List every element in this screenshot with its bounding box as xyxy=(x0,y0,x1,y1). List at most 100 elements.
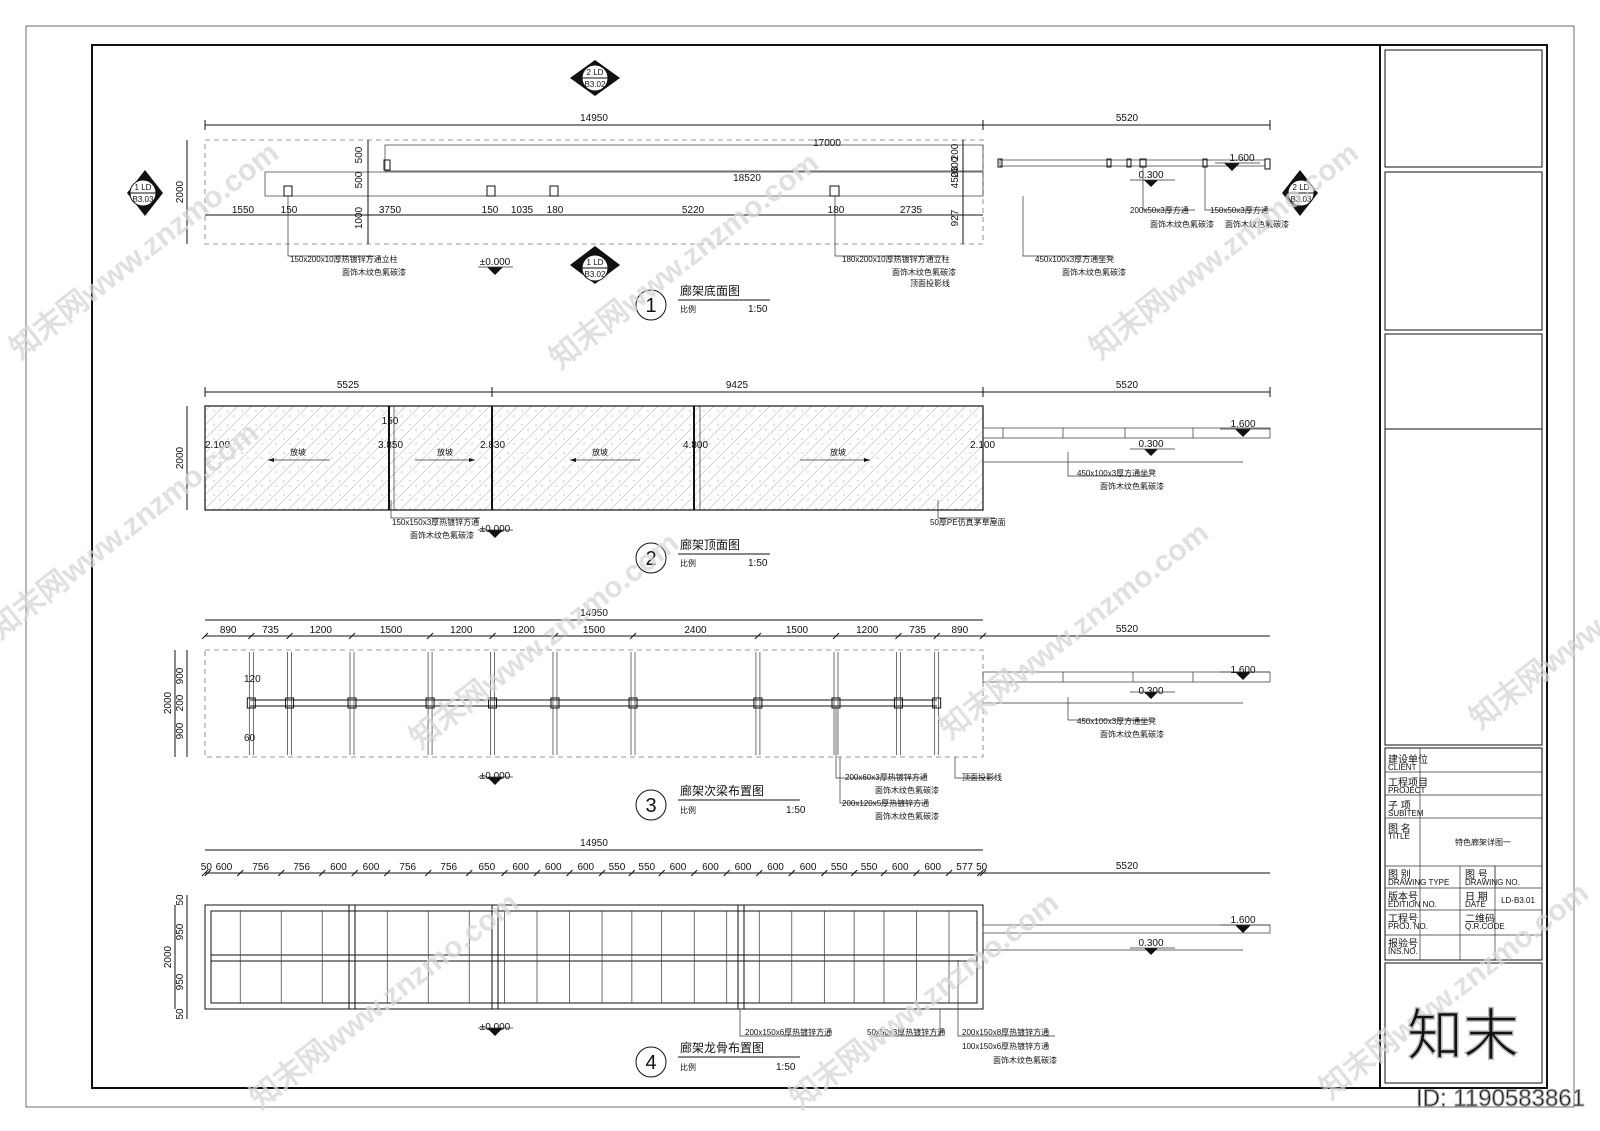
tb-row-2-cn: 子 项 xyxy=(1388,800,1411,812)
tb-grid-0-l: 图 别 xyxy=(1388,869,1411,881)
svg-text:放坡: 放坡 xyxy=(290,447,306,457)
tb-grid-1-r: 日 期 xyxy=(1465,891,1488,903)
dim-label: 50 xyxy=(976,862,988,873)
dim-label: 600 xyxy=(577,862,594,873)
beam-node xyxy=(347,697,357,709)
dim-label: 1500 xyxy=(786,625,809,636)
svg-text:1.600: 1.600 xyxy=(1229,153,1254,164)
tb-grid-0-ren: DRAWING NO. xyxy=(1465,878,1520,887)
svg-text:放坡: 放坡 xyxy=(592,447,608,457)
dim-tick xyxy=(850,869,858,877)
tb-grid-0-r: 图 号 xyxy=(1465,869,1488,881)
svg-text:面饰木纹色氟碳漆: 面饰木纹色氟碳漆 xyxy=(993,1055,1057,1065)
svg-text:面饰木纹色氟碳漆: 面饰木纹色氟碳漆 xyxy=(342,267,406,277)
tb-grid-1-len: EDITION NO. xyxy=(1388,900,1437,909)
svg-text:5520: 5520 xyxy=(1116,624,1139,635)
tb-box-logo xyxy=(1384,962,1543,1084)
view2-top-plan: 5525 9425 5520 150 2.100 3.850 2.830 4.8… xyxy=(175,380,1271,574)
svg-text:14950: 14950 xyxy=(580,608,608,619)
dim-label: 756 xyxy=(440,862,457,873)
svg-text:比例: 比例 xyxy=(680,304,696,314)
dim-label: 2400 xyxy=(684,625,707,636)
svg-text:200x120x5厚热镀锌方通: 200x120x5厚热镀锌方通 xyxy=(842,798,929,808)
dim-tick xyxy=(979,632,987,640)
svg-text:400: 400 xyxy=(950,156,961,173)
svg-text:4.800: 4.800 xyxy=(683,440,708,451)
beam-node xyxy=(550,697,560,709)
dim-tick xyxy=(318,869,326,877)
svg-text:2000: 2000 xyxy=(163,691,174,714)
dim-tick xyxy=(598,869,606,877)
svg-text:B3.03: B3.03 xyxy=(133,195,154,204)
svg-text:3.850: 3.850 xyxy=(378,440,403,451)
title-block-rows: 建设单位 CLIENT 工程项目 PROJECT 子 项 SUBITEM 图 名… xyxy=(1385,748,1542,960)
dim-tick xyxy=(820,869,828,877)
dim-label: 735 xyxy=(909,625,926,636)
dim-tick xyxy=(945,869,953,877)
svg-text:900: 900 xyxy=(175,667,186,684)
svg-text:14950: 14950 xyxy=(580,838,608,849)
svg-text:0.300: 0.300 xyxy=(1138,170,1163,181)
svg-text:17000: 17000 xyxy=(813,138,841,149)
dim-tick xyxy=(383,869,391,877)
svg-text:知末网www.znzmo.com: 知末网www.znzmo.com xyxy=(244,886,525,1116)
svg-text:1550: 1550 xyxy=(232,205,255,216)
svg-text:14950: 14950 xyxy=(580,113,608,124)
dim-tick xyxy=(979,869,987,877)
dim-tick xyxy=(566,869,573,877)
svg-text:50: 50 xyxy=(175,1008,186,1020)
dim-tick xyxy=(426,632,434,640)
svg-text:1:50: 1:50 xyxy=(748,304,768,315)
svg-text:2000: 2000 xyxy=(175,180,186,203)
svg-text:200x60x3厚热镀锌方通: 200x60x3厚热镀锌方通 xyxy=(845,772,928,782)
svg-text:150x200x10厚热镀锌方通立柱: 150x200x10厚热镀锌方通立柱 xyxy=(290,254,398,264)
beam-node xyxy=(425,697,435,709)
dim-tick xyxy=(690,869,698,877)
svg-text:50: 50 xyxy=(175,894,186,906)
tb-grid-2-r: 二维码 xyxy=(1465,912,1495,925)
dim-tick xyxy=(551,632,559,640)
dim-label: 600 xyxy=(512,862,529,873)
svg-text:500: 500 xyxy=(354,171,365,188)
svg-text:知末网www.znzmo.com: 知末网www.znzmo.com xyxy=(784,886,1065,1116)
tb-drawing-no: LD-B3.01 xyxy=(1501,896,1535,905)
svg-text:200x50x3厚方通: 200x50x3厚方通 xyxy=(1130,205,1189,215)
svg-text:5520: 5520 xyxy=(1116,113,1139,124)
svg-text:面饰木纹色氟碳漆: 面饰木纹色氟碳漆 xyxy=(1062,267,1126,277)
svg-text:180: 180 xyxy=(547,205,564,216)
dim-label: 1200 xyxy=(450,625,473,636)
svg-text:150: 150 xyxy=(382,416,399,427)
dim-tick xyxy=(277,869,285,877)
tb-grid-3-len: INS.NO. xyxy=(1388,947,1418,956)
svg-text:比例: 比例 xyxy=(680,558,696,568)
dim-tick xyxy=(755,869,763,877)
svg-text:5220: 5220 xyxy=(682,205,705,216)
svg-text:B3.03: B3.03 xyxy=(1291,195,1312,204)
svg-text:950: 950 xyxy=(175,973,186,990)
section-marker-top: 2 LD B3.02 xyxy=(570,60,620,96)
svg-text:1:50: 1:50 xyxy=(748,558,768,569)
svg-text:1.600: 1.600 xyxy=(1230,665,1255,676)
dim-label: 550 xyxy=(861,862,878,873)
view1-title: 廊架底面图 xyxy=(680,283,740,298)
dim-tick xyxy=(351,869,359,877)
svg-text:面饰木纹色氟碳漆: 面饰木纹色氟碳漆 xyxy=(1100,481,1164,491)
svg-text:450: 450 xyxy=(950,171,961,188)
svg-text:1035: 1035 xyxy=(511,205,534,216)
view2-num: 2 xyxy=(645,548,656,570)
svg-text:150x150x3厚热镀锌方通: 150x150x3厚热镀锌方通 xyxy=(392,517,479,527)
tb-row-1-cn: 工程项目 xyxy=(1388,777,1428,789)
beam-node xyxy=(628,697,638,709)
svg-text:5525: 5525 xyxy=(337,380,360,391)
svg-text:2735: 2735 xyxy=(900,205,923,216)
svg-text:±0.000: ±0.000 xyxy=(480,771,511,782)
tb-box-2 xyxy=(1384,171,1543,331)
dim-label: 1500 xyxy=(583,625,606,636)
dim-tick xyxy=(489,632,496,640)
svg-text:B3.02: B3.02 xyxy=(585,80,606,89)
svg-text:1000: 1000 xyxy=(354,206,365,229)
dim-tick xyxy=(236,869,244,877)
dim-label: 550 xyxy=(638,862,655,873)
dim-label: 600 xyxy=(767,862,784,873)
